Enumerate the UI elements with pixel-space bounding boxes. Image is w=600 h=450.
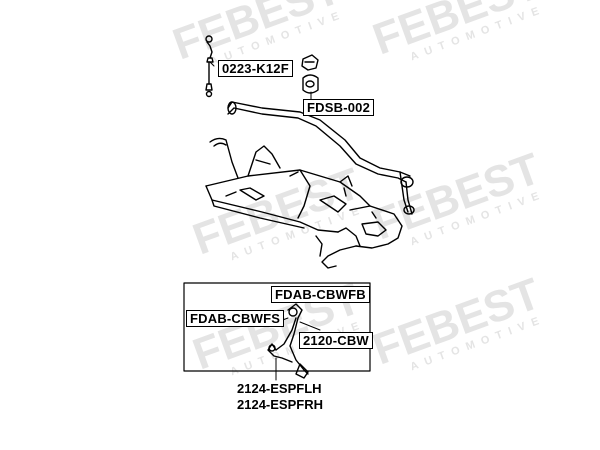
label-arm-front-bushing[interactable]: FDAB-CBWFB bbox=[271, 286, 370, 303]
stabilizer-link-drawing bbox=[205, 35, 214, 98]
stabilizer-bushing-drawing bbox=[301, 54, 319, 94]
control-arm-drawing bbox=[267, 303, 309, 379]
label-control-arm-left[interactable]: 2124-ESPFLH bbox=[237, 381, 322, 396]
stabilizer-bar-drawing bbox=[227, 101, 415, 215]
label-arm-rear-bushing[interactable]: FDAB-CBWFS bbox=[186, 310, 285, 327]
label-control-arm-right[interactable]: 2124-ESPFRH bbox=[237, 397, 323, 412]
label-ball-joint[interactable]: 2120-CBW bbox=[299, 332, 373, 349]
label-stabilizer-link[interactable]: 0223-K12F bbox=[218, 60, 293, 77]
subframe-drawing bbox=[205, 137, 403, 269]
label-stabilizer-bushing[interactable]: FDSB-002 bbox=[303, 99, 375, 116]
control-arm-group-frame bbox=[183, 282, 371, 372]
